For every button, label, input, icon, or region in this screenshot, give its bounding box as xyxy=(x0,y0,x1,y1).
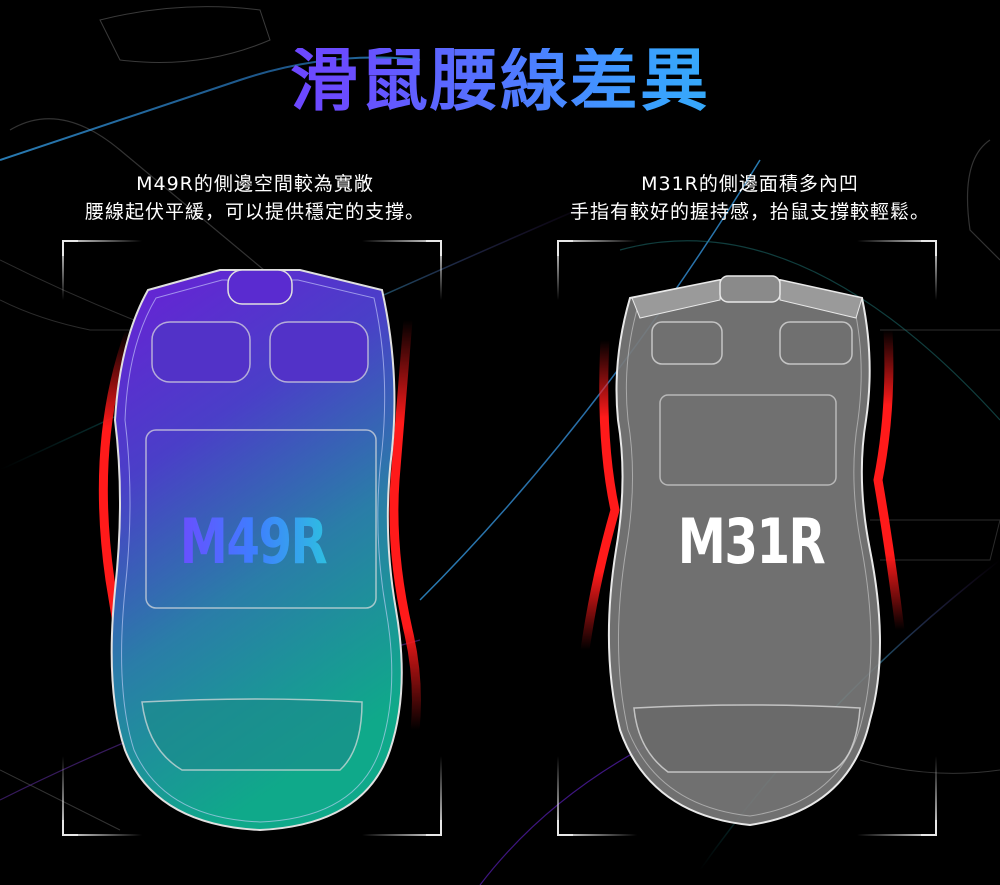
frame-edge xyxy=(557,240,559,300)
frame-edge xyxy=(362,240,442,242)
mouse-foot xyxy=(633,704,861,773)
center-plate xyxy=(659,394,837,486)
left-description-line-1: M49R的側邊空間較為寬敞 xyxy=(136,173,374,195)
left-frame xyxy=(62,240,442,836)
m49r-model-label: M49R xyxy=(152,505,355,578)
mouse-foot xyxy=(141,698,363,771)
frame-edge xyxy=(857,240,937,242)
center-plate xyxy=(145,429,377,609)
right-frame xyxy=(557,240,937,836)
frame-edge xyxy=(62,240,142,242)
right-description-line-2: 手指有較好的握持感，抬鼠支撐較輕鬆。 xyxy=(569,201,930,223)
page-title: 滑鼠腰線差異 xyxy=(0,48,1000,116)
m49r-mouse-illustration xyxy=(98,269,421,832)
mouse-foot xyxy=(651,321,723,365)
mouse-body xyxy=(607,279,881,827)
right-description: M31R的側邊面積多內凹 手指有較好的握持感，抬鼠支撐較輕鬆。 xyxy=(520,170,980,226)
mouse-foot xyxy=(779,321,853,365)
left-side-highlight xyxy=(580,335,620,655)
frame-edge xyxy=(557,240,637,242)
frame-edge xyxy=(62,834,142,836)
frame-edge xyxy=(935,240,937,300)
left-description: M49R的側邊空間較為寬敞 腰線起伏平緩，可以提供穩定的支撐。 xyxy=(25,170,485,226)
mouse-body xyxy=(110,269,403,832)
frame-edge xyxy=(857,834,937,836)
frame-edge xyxy=(440,240,442,300)
m31r-mouse-illustration xyxy=(580,275,905,827)
m31r-model-label: M31R xyxy=(677,505,826,578)
cable-notch xyxy=(719,275,781,303)
frame-edge xyxy=(362,834,442,836)
cable-notch xyxy=(227,269,293,305)
left-description-line-2: 腰線起伏平緩，可以提供穩定的支撐。 xyxy=(84,201,425,223)
mouse-foot xyxy=(151,321,251,383)
right-side-highlight xyxy=(389,315,421,735)
frame-edge xyxy=(557,834,637,836)
frame-edge xyxy=(935,756,937,836)
right-description-line-1: M31R的側邊面積多內凹 xyxy=(641,173,859,195)
frame-edge xyxy=(62,756,64,836)
frame-edge xyxy=(440,756,442,836)
frame-edge xyxy=(62,240,64,300)
right-side-highlight xyxy=(873,325,905,635)
mouse-foot xyxy=(269,321,369,383)
frame-edge xyxy=(557,756,559,836)
